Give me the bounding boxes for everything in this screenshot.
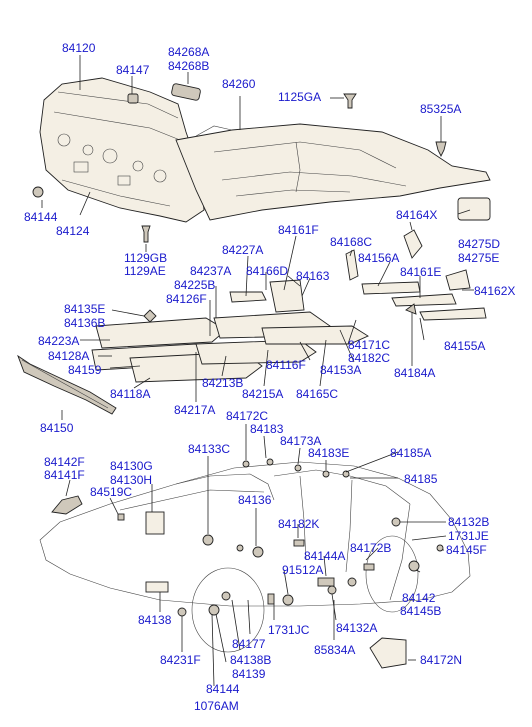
label-84172n: 84172N [420, 653, 462, 667]
label-84185a: 84185A [390, 446, 431, 460]
label-84268b: 84268B [168, 59, 209, 73]
windshield-strip [17, 354, 117, 415]
label-84225b: 84225B [174, 278, 215, 292]
label-84150: 84150 [40, 421, 74, 435]
label-84183e: 84183E [308, 446, 349, 460]
label-84116f: 84116F [266, 358, 306, 372]
label-84172c: 84172C [226, 409, 268, 423]
label-84133c: 84133C [188, 442, 230, 456]
floor-covering [175, 123, 491, 221]
label-84145b: 84145B [400, 604, 441, 618]
label-84145f: 84145F [446, 543, 487, 557]
label-84213b: 84213B [202, 376, 243, 390]
label-84130g: 84130G [110, 459, 153, 473]
label-1129gb: 1129GB [124, 251, 167, 265]
clips-and-fasteners-upper [32, 83, 447, 243]
label-84217a: 84217A [174, 403, 215, 417]
label-84182k: 84182K [278, 517, 319, 531]
label-91512a: 91512A [282, 563, 323, 577]
label-84126f: 84126F [166, 292, 207, 306]
label-84162x: 84162X [474, 284, 515, 298]
label-84275d: 84275D [458, 237, 500, 251]
label-84141f: 84141F [44, 468, 85, 482]
label-84144-top: 84144 [24, 210, 58, 224]
label-84519c: 84519C [90, 485, 132, 499]
part-labels: 84120 84147 84268A 84268B 84260 1125GA 8… [24, 41, 515, 713]
label-84173a: 84173A [280, 434, 321, 448]
label-84138b: 84138B [230, 653, 271, 667]
label-84138: 84138 [138, 613, 172, 627]
label-84142f: 84142F [44, 455, 85, 469]
label-84237a: 84237A [190, 264, 231, 278]
label-84163: 84163 [296, 269, 330, 283]
label-84185: 84185 [404, 472, 438, 486]
label-84155a: 84155A [444, 339, 485, 353]
label-84172b: 84172B [350, 541, 391, 555]
label-84135e: 84135E [64, 302, 105, 316]
label-84184a: 84184A [394, 366, 435, 380]
label-84165c: 84165C [296, 387, 338, 401]
label-84268a: 84268A [168, 45, 209, 59]
label-84275e: 84275E [458, 251, 499, 265]
label-84227a: 84227A [222, 243, 263, 257]
label-84231f: 84231F [160, 653, 201, 667]
label-84177: 84177 [232, 637, 266, 651]
label-84144a: 84144A [304, 549, 345, 563]
label-84164x: 84164X [396, 208, 437, 222]
label-84161f: 84161F [278, 223, 319, 237]
car-body-outline [39, 458, 471, 669]
label-85834a: 85834A [314, 643, 355, 657]
label-84136b: 84136B [64, 316, 105, 330]
label-84144-bottom: 84144 [206, 682, 240, 696]
label-84130h: 84130H [110, 473, 152, 487]
label-84168c: 84168C [330, 235, 372, 249]
label-85325a: 85325A [420, 102, 461, 116]
label-84132a: 84132A [336, 621, 377, 635]
label-84223a: 84223A [38, 334, 79, 348]
dash-panel-insulator [39, 77, 205, 223]
label-84142: 84142 [402, 591, 436, 605]
label-84136: 84136 [238, 493, 272, 507]
label-1076am: 1076AM [194, 699, 239, 713]
label-84166d: 84166D [246, 264, 288, 278]
label-84260: 84260 [222, 77, 256, 91]
label-84118a: 84118A [110, 387, 150, 401]
label-84139: 84139 [232, 667, 266, 681]
label-84182c: 84182C [348, 351, 390, 365]
label-84161e: 84161E [400, 265, 441, 279]
leader-lines [41, 55, 474, 687]
label-84120: 84120 [62, 41, 96, 55]
label-1129ae: 1129AE [124, 264, 166, 278]
label-84171c: 84171C [348, 338, 390, 352]
label-84183: 84183 [250, 422, 284, 436]
label-84156a: 84156A [358, 251, 399, 265]
label-84159: 84159 [68, 363, 102, 377]
label-84153a: 84153A [320, 363, 361, 377]
label-84215a: 84215A [242, 387, 283, 401]
label-84132b: 84132B [448, 515, 489, 529]
label-1731jc: 1731JC [268, 623, 310, 637]
label-1125ga: 1125GA [278, 90, 321, 104]
label-84147: 84147 [116, 63, 150, 77]
label-84124: 84124 [56, 224, 90, 238]
label-1731je: 1731JE [448, 529, 489, 543]
label-84128a: 84128A [48, 349, 89, 363]
